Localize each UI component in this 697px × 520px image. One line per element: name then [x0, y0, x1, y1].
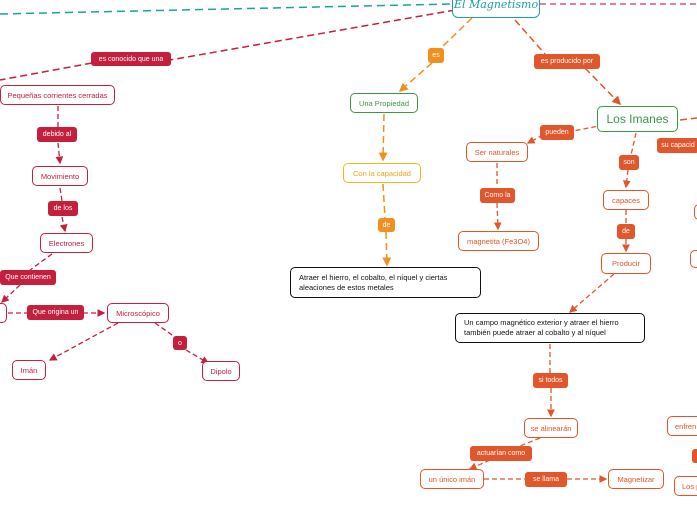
central-topic-title[interactable]: El Magnetismo	[452, 0, 540, 18]
label-su-capacidad[interactable]: su capacid	[657, 138, 697, 153]
node-pequenas-corrientes[interactable]: Pequeñas corrientes cerradas	[0, 85, 115, 105]
node-movimiento[interactable]: Movimiento	[32, 166, 88, 186]
label-o[interactable]: o	[173, 336, 187, 350]
node-los-imanes[interactable]: Los Imanes	[597, 106, 678, 132]
node-enfren[interactable]: enfren	[667, 416, 697, 436]
node-los-partial[interactable]: Los p	[674, 476, 697, 496]
node-magnetita[interactable]: magnetita (Fe3O4)	[458, 231, 539, 251]
label-partial-right[interactable]	[692, 449, 697, 463]
node-unico-iman[interactable]: un único imán	[420, 469, 484, 489]
node-una-propiedad[interactable]: Una Propiedad	[350, 93, 418, 113]
label-de-2[interactable]: de	[617, 224, 635, 239]
label-debido-al[interactable]: debido al	[37, 127, 77, 142]
node-producir[interactable]: Producir	[601, 253, 651, 274]
label-son[interactable]: son	[619, 155, 639, 170]
label-que-contienen[interactable]: Que contienen	[0, 270, 56, 285]
label-si-todos[interactable]: si todos	[533, 373, 568, 388]
node-ser-naturales[interactable]: Ser naturales	[466, 142, 528, 162]
label-pueden[interactable]: pueden	[540, 125, 574, 140]
label-de-los[interactable]: de los	[48, 201, 78, 216]
node-microscopico[interactable]: Microscópico	[107, 303, 169, 323]
node-atraer-hierro[interactable]: Atraer el hierro, el cobalto, el níquel …	[290, 267, 481, 298]
node-iman[interactable]: Imán	[12, 360, 46, 380]
node-partial-right-2[interactable]	[690, 250, 697, 268]
label-es-producido[interactable]: es producido por	[534, 54, 600, 69]
label-actuarian-como[interactable]: actuarían como	[470, 446, 532, 461]
node-electrones[interactable]: Electrones	[40, 233, 93, 253]
node-con-la-capacidad[interactable]: Con la capacidad	[343, 163, 421, 183]
node-se-alinearan[interactable]: se alinearán	[524, 418, 578, 438]
label-que-origina[interactable]: Que origina un	[27, 305, 84, 320]
node-capaces[interactable]: capaces	[603, 190, 649, 210]
label-es-conocido[interactable]: es conocido que una	[91, 52, 171, 66]
label-de[interactable]: de	[378, 218, 395, 232]
node-campo-magnetico[interactable]: Un campo magnético exterior y atraer el …	[455, 313, 645, 343]
node-dipolo[interactable]: Dipolo	[202, 361, 240, 381]
label-es[interactable]: es	[428, 48, 444, 63]
label-se-llama[interactable]: se llama	[525, 472, 567, 487]
node-partial-left[interactable]	[0, 303, 7, 323]
node-magnetizar[interactable]: Magnetizar	[608, 469, 664, 489]
label-como-la[interactable]: Como la	[480, 188, 515, 203]
